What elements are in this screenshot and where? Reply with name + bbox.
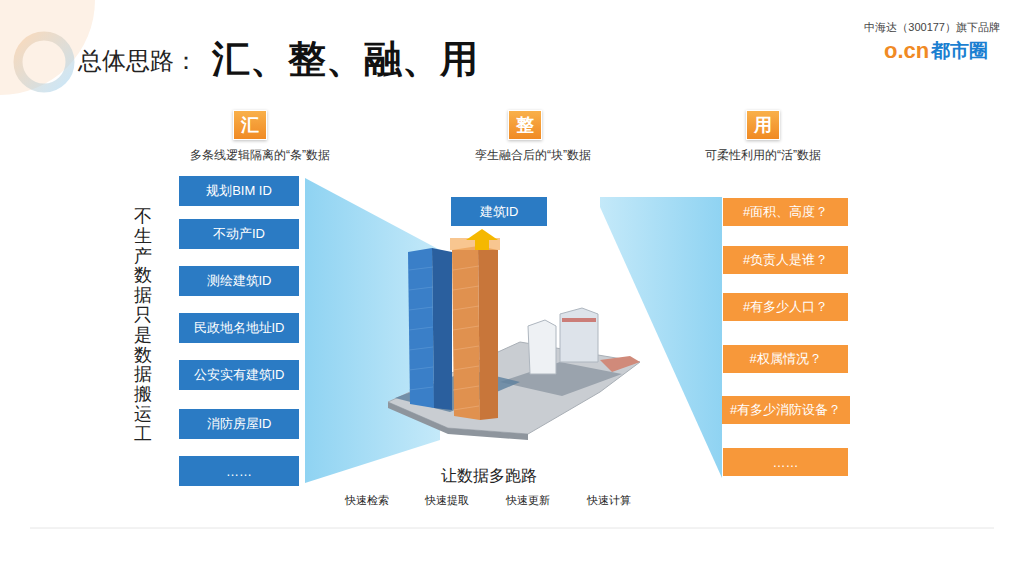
source-id-box: 民政地名地址ID (179, 313, 299, 343)
node-text: 不动产ID (213, 225, 265, 243)
building-id-box: 建筑ID (451, 197, 547, 226)
source-id-box: 规划BIM ID (179, 176, 299, 206)
node-text: #有多少消防设备？ (730, 401, 841, 419)
source-id-box: …… (179, 456, 299, 486)
stage-badge: 汇 (233, 110, 267, 140)
stage-subtitle: 孪生融合后的“块”数据 (475, 148, 591, 163)
query-box: #有多少人口？ (723, 293, 848, 321)
feature-label: 快速检索 (345, 494, 389, 508)
node-text: #权属情况？ (749, 350, 821, 368)
feature-label: 快速提取 (425, 494, 469, 508)
feature-label: 快速计算 (587, 494, 631, 508)
brand-note: 中海达（300177）旗下品牌 (864, 21, 1000, 35)
node-text: 规划BIM ID (206, 182, 272, 200)
node-text: 测绘建筑ID (207, 272, 272, 290)
query-box: #有多少消防设备？ (722, 396, 850, 424)
query-box: …… (723, 448, 848, 476)
node-text: 整 (516, 113, 534, 137)
collect-funnel (305, 178, 440, 483)
node-text: 民政地名地址ID (194, 319, 285, 337)
node-text: 消防房屋ID (207, 415, 272, 433)
node-text: …… (226, 464, 252, 479)
query-box: #面积、高度？ (723, 198, 848, 226)
node-text: #面积、高度？ (743, 203, 828, 221)
logo-name: 都市圈 (931, 39, 988, 63)
stage-badge: 整 (508, 110, 542, 140)
source-id-box: 不动产ID (179, 219, 299, 249)
logo-mark: o.cn (884, 37, 929, 65)
source-id-box: 公安实有建筑ID (179, 360, 299, 390)
stage-subtitle: 可柔性利用的“活”数据 (705, 148, 821, 163)
stage-subtitle: 多条线逻辑隔离的“条”数据 (190, 148, 330, 163)
node-text: 公安实有建筑ID (194, 366, 285, 384)
feature-label: 快速更新 (506, 494, 550, 508)
title-keywords: 汇、整、融、用 (212, 36, 478, 84)
node-text: 用 (754, 113, 772, 137)
source-id-box: 消防房屋ID (179, 409, 299, 439)
vertical-slogan: 不生产数据 只是数据搬运工 (134, 207, 152, 445)
stage-badge: 用 (746, 110, 780, 140)
footer-rule (30, 528, 994, 529)
use-funnel (600, 197, 722, 478)
source-id-box: 测绘建筑ID (179, 266, 299, 296)
node-text: …… (773, 455, 799, 470)
building-illustration (388, 229, 640, 440)
node-text: 汇 (241, 113, 259, 137)
slogan: 让数据多跑路 (441, 466, 537, 486)
query-box: #权属情况？ (723, 345, 848, 373)
corner-ring (18, 36, 70, 88)
node-text: #负责人是谁？ (743, 251, 828, 269)
node-text: #有多少人口？ (743, 298, 828, 316)
page-title: 总体思路： (78, 46, 198, 76)
node-text: 建筑ID (480, 203, 519, 221)
query-box: #负责人是谁？ (723, 246, 848, 274)
